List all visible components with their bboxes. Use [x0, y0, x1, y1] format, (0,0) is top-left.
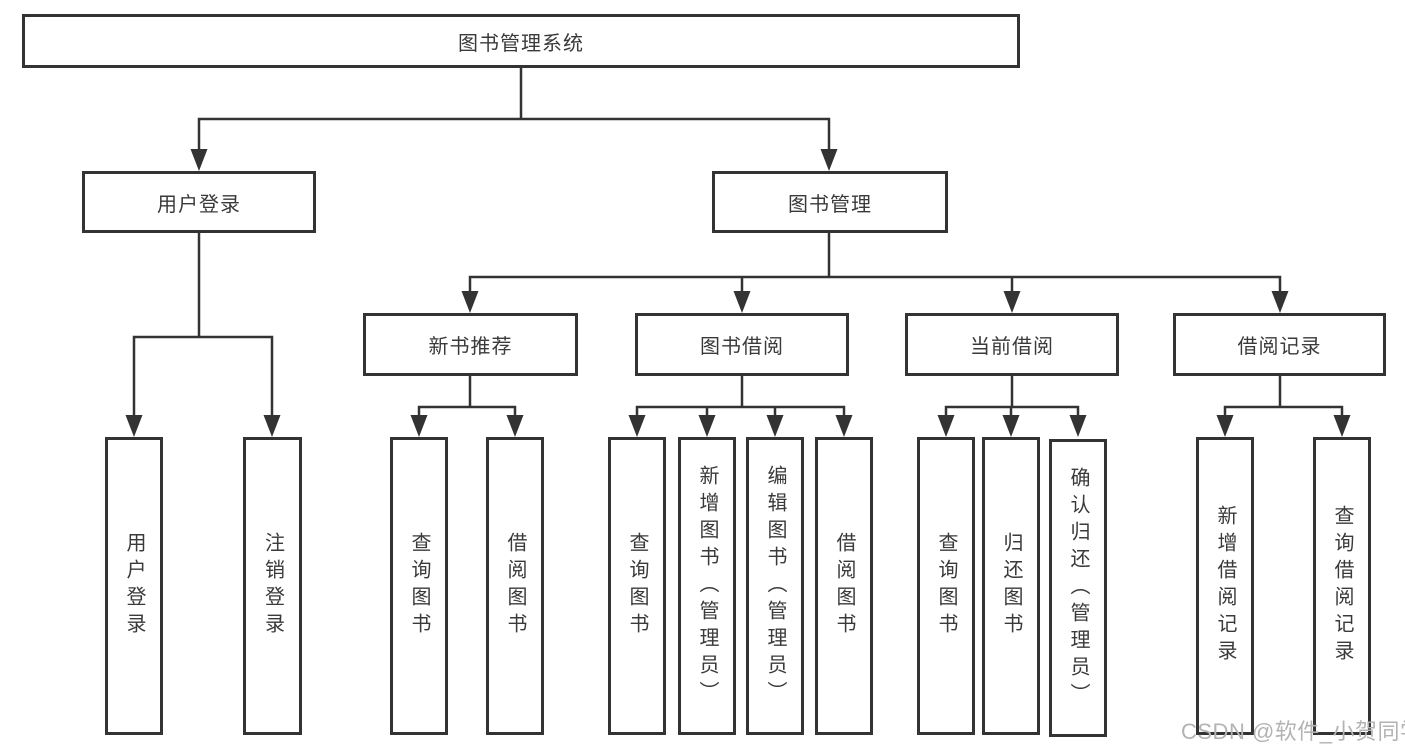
csdn-watermark: CSDN @软件_小贺同学 — [1181, 719, 1405, 744]
leaf-query-books-borrowing: 查询图书 — [608, 437, 666, 735]
leaf-logout: 注销登录 — [243, 437, 302, 735]
leaf-edit-book-admin: 编辑图书（管理员） — [746, 437, 804, 735]
node-user-login: 用户登录 — [82, 171, 316, 233]
connector-book-borrowing-children — [628, 374, 853, 437]
leaf-user-login: 用户登录 — [105, 437, 163, 735]
leaf-borrow-books: 借阅图书 — [815, 437, 873, 735]
leaf-query-books-recommend: 查询图书 — [390, 437, 448, 735]
connector-book-management-children — [461, 231, 1289, 313]
connector-current-borrowing-children — [937, 374, 1087, 437]
connector-root-to-level1 — [190, 66, 838, 171]
node-label: 新书推荐 — [428, 336, 513, 358]
connector-new-book-recommend-children — [410, 374, 524, 437]
node-borrowing-records: 借阅记录 — [1173, 313, 1386, 376]
node-label: 注销登录 — [261, 532, 284, 640]
leaf-add-borrow-record: 新增借阅记录 — [1196, 437, 1254, 735]
node-root-library-management-system: 图书管理系统 — [22, 14, 1020, 68]
node-label: 用户登录 — [157, 193, 241, 216]
leaf-confirm-return-admin: 确认归还（管理员） — [1049, 439, 1107, 737]
leaf-query-books-current: 查询图书 — [917, 437, 975, 735]
connector-user-login-children — [125, 231, 281, 437]
node-label: 用户登录 — [123, 532, 145, 640]
node-label: 图书管理 — [788, 193, 872, 216]
node-label: 借阅记录 — [1237, 336, 1322, 358]
node-label: 归还图书 — [1000, 532, 1022, 640]
leaf-return-books: 归还图书 — [982, 437, 1040, 735]
node-label: 新增借阅记录 — [1214, 505, 1236, 667]
leaf-query-borrow-record: 查询借阅记录 — [1313, 437, 1371, 735]
node-label: 确认归还（管理员） — [1067, 466, 1089, 710]
node-label: 新增图书（管理员） — [696, 464, 718, 708]
node-book-borrowing: 图书借阅 — [635, 313, 849, 376]
leaf-borrow-books-recommend: 借阅图书 — [486, 437, 544, 735]
node-label: 图书借阅 — [700, 336, 784, 358]
node-label: 查询图书 — [935, 532, 957, 640]
node-label: 查询借阅记录 — [1331, 505, 1353, 667]
node-label: 借阅图书 — [833, 532, 855, 640]
node-book-management: 图书管理 — [712, 171, 948, 233]
node-label: 编辑图书（管理员） — [764, 464, 786, 708]
node-new-book-recommend: 新书推荐 — [363, 313, 578, 376]
node-label: 当前借阅 — [970, 336, 1054, 358]
connector-borrowing-records-children — [1216, 374, 1351, 437]
node-label: 图书管理系统 — [458, 32, 584, 55]
node-label: 借阅图书 — [504, 532, 526, 640]
leaf-add-book-admin: 新增图书（管理员） — [678, 437, 736, 735]
node-current-borrowing: 当前借阅 — [905, 313, 1119, 376]
node-label: 查询图书 — [626, 532, 648, 640]
node-label: 查询图书 — [408, 532, 430, 640]
